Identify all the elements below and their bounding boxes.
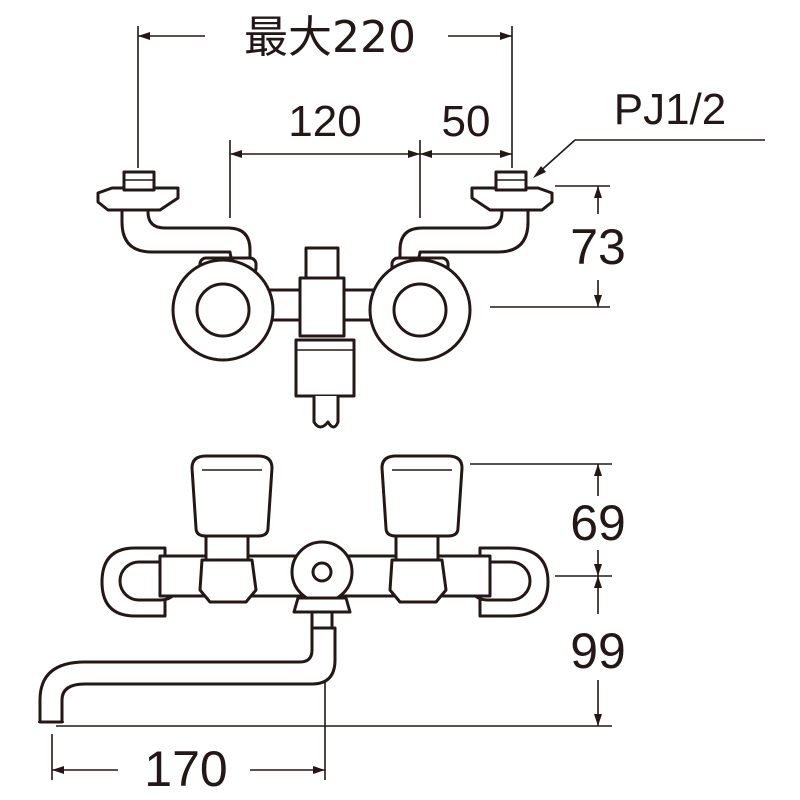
right-eccentric-fitting	[398, 170, 554, 272]
dimension-overall-width: 最大220	[244, 12, 416, 63]
dimension-line-top-height	[594, 186, 602, 307]
top-view: 最大220 120 50 PJ1/2 73	[96, 12, 765, 429]
dimension-center-spacing: 120	[288, 97, 361, 146]
right-handle	[380, 454, 464, 604]
right-valve-top	[368, 256, 472, 362]
dimension-top-height: 73	[570, 219, 626, 275]
thread-leader	[533, 139, 765, 178]
spout	[38, 626, 337, 724]
dimension-line-overall-width	[138, 32, 512, 40]
dimension-handle-height: 69	[570, 495, 626, 551]
front-view: 69 99 170	[38, 454, 626, 797]
dimension-thread-spec: PJ1/2	[614, 85, 727, 134]
left-handle	[190, 454, 274, 604]
center-diverter-top	[294, 246, 356, 429]
dimension-line-spout-height	[594, 576, 602, 726]
dimension-spout-height: 99	[570, 623, 626, 679]
left-valve-top	[171, 256, 275, 362]
dimension-spout-length: 170	[144, 741, 227, 797]
dimension-line-spout-length	[52, 766, 325, 774]
front-diverter	[290, 540, 354, 630]
dimension-line-handle-height	[594, 464, 602, 576]
dimension-offset: 50	[442, 97, 491, 146]
dimension-line-center-spacing	[230, 150, 512, 158]
left-eccentric-fitting	[96, 170, 252, 272]
